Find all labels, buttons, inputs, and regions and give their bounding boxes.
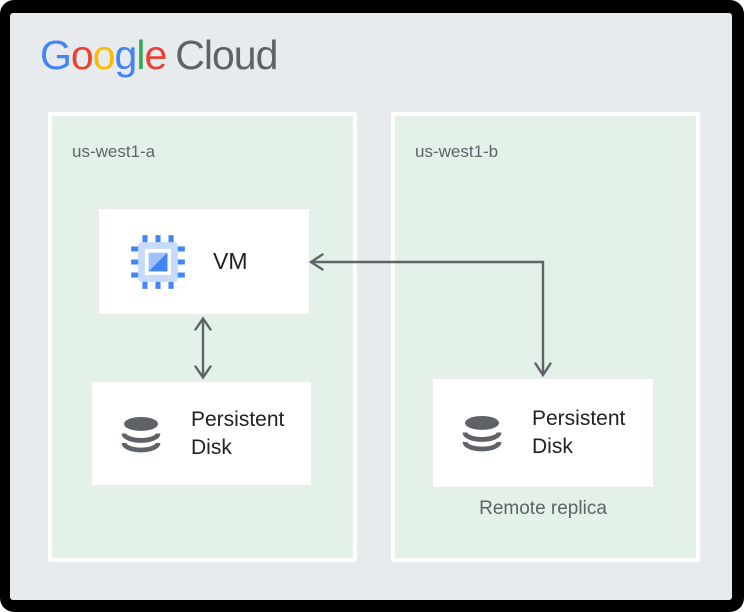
zone-b-label: us-west1-b bbox=[415, 142, 499, 161]
vm-label: VM bbox=[213, 248, 248, 274]
logo-letter: l bbox=[136, 32, 145, 78]
logo-letter: g bbox=[114, 32, 138, 78]
zone-a-label: us-west1-a bbox=[72, 142, 156, 161]
vm-node: VM bbox=[98, 208, 310, 315]
logo-letter: e bbox=[144, 32, 167, 78]
persistent-disk-b-label: Persistent Disk bbox=[532, 407, 626, 458]
zone-us-west1-b: us-west1-b bbox=[391, 112, 700, 562]
persistent-disk-a-label: Persistent Disk bbox=[191, 407, 285, 459]
logo-letter: G bbox=[40, 32, 72, 78]
logo-letter: o bbox=[92, 32, 116, 78]
compute-engine-icon bbox=[131, 234, 185, 289]
logo-letter: o bbox=[70, 32, 94, 78]
persistent-disk-icon bbox=[121, 416, 161, 452]
persistent-disk-icon bbox=[462, 415, 502, 452]
persistent-disk-b-node: Persistent Disk bbox=[432, 378, 654, 488]
persistent-disk-a-node: Persistent Disk bbox=[91, 381, 312, 486]
remote-replica-caption: Remote replica bbox=[479, 498, 607, 519]
zone-us-west1-a: us-west1-a bbox=[48, 112, 357, 562]
logo-cloud-text: Cloud bbox=[175, 32, 278, 78]
